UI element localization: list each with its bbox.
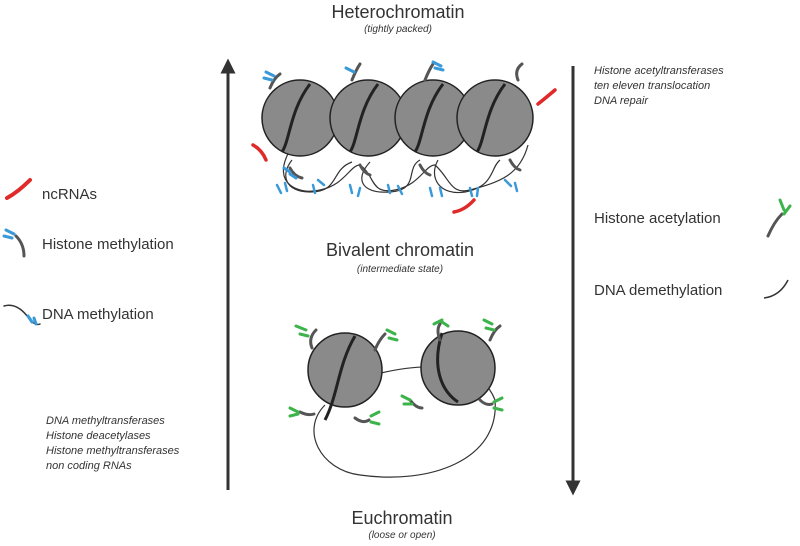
enzyme-item: Histone deacetylases [46,430,151,442]
enzyme-item: DNA repair [594,95,648,107]
heterochromatin-title: Heterochromatin [331,2,465,22]
euchromatin-subtitle: (loose or open) [368,530,436,541]
legend-label-ncrnas: ncRNAs [42,186,98,203]
legend-label-histone-acetylation: Histone acetylation [594,210,721,227]
euchromatin-nucleosomes [307,330,496,478]
euchromatin-acetyl-tails [288,318,504,426]
enzyme-item: ten eleven translocation [594,80,711,92]
left-enzyme-list: DNA methyltransferases Histone deacetyla… [46,414,179,474]
enzyme-item: Histone acetyltransferases [594,65,724,77]
enzyme-item: non coding RNAs [46,460,132,472]
bivalent-title: Bivalent chromatin [325,240,475,260]
bivalent-subtitle: (intermediate state) [356,264,444,275]
ncrna-icon [5,178,32,200]
dna-methylation-icon [3,304,41,326]
legend-label-dna-methylation: DNA methylation [42,306,154,323]
euchromatin-title: Euchromatin [351,508,453,528]
heterochromatin-subtitle: (tightly packed) [364,24,432,35]
dna-demethylation-icon [763,279,789,299]
enzyme-item: Histone methyltransferases [46,445,180,457]
enzyme-item: DNA methyltransferases [46,415,165,427]
heterochromatin-nucleosomes [261,79,534,194]
right-enzyme-list: Histone acetyltransferases ten eleven tr… [594,64,724,109]
legend-label-histone-methylation: Histone methylation [42,236,174,253]
heterochromatin-methyl-tails [262,60,524,198]
legend-label-dna-demethylation: DNA demethylation [594,282,723,299]
histone-acetylation-icon [766,198,792,238]
ncrna-marks [251,88,557,214]
histone-methylation-icon [2,228,26,258]
